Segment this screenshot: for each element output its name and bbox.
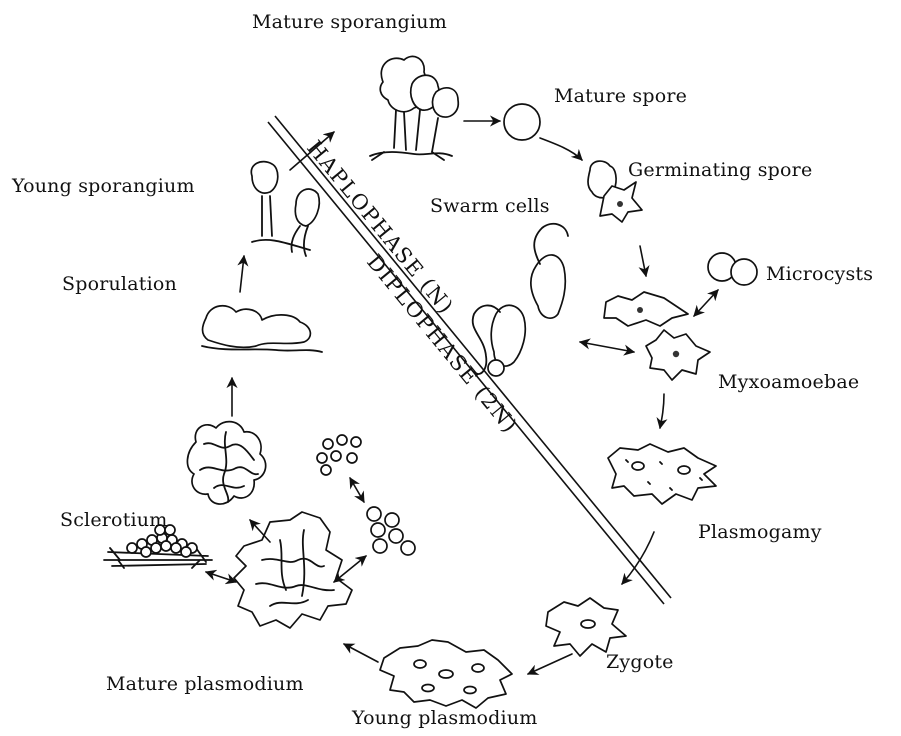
mature-spore-label: Mature spore bbox=[554, 85, 687, 107]
young-sporangium-label: Young sporangium bbox=[11, 175, 195, 197]
plasmogamy-label: Plasmogamy bbox=[698, 521, 822, 543]
sporulation-label: Sporulation bbox=[62, 273, 177, 295]
young-plasmodium-icon bbox=[380, 640, 512, 708]
swarm-cells-icon bbox=[473, 224, 568, 376]
swarm-cells-label: Swarm cells bbox=[430, 195, 550, 217]
microcysts-icon bbox=[708, 253, 757, 285]
zygote-label: Zygote bbox=[606, 651, 674, 673]
sporulating-mass-icon bbox=[187, 422, 265, 504]
arrow-germinating-to-myxoamoebae bbox=[640, 246, 646, 276]
sclerotium-label: Sclerotium bbox=[60, 509, 167, 531]
arrow-myxoamoebae-to-plasmogamy bbox=[660, 394, 664, 428]
mature-plasmodium-label: Mature plasmodium bbox=[106, 673, 304, 695]
young-sporangium-icon bbox=[251, 162, 319, 256]
arrow-sporulation-to-young-sporangium bbox=[240, 256, 244, 292]
germinating-spore-label: Germinating spore bbox=[628, 159, 812, 181]
arrow-young-to-mature-plasmodium bbox=[344, 644, 378, 662]
myxoamoebae-icon bbox=[604, 292, 710, 380]
zygote-icon bbox=[546, 598, 626, 656]
mature-sporangium-label: Mature sporangium bbox=[252, 11, 447, 33]
arrow-swarm-myxoamoebae bbox=[580, 342, 634, 352]
plasmogamy-icon bbox=[608, 444, 716, 504]
arrow-myxoamoebae-microcysts bbox=[694, 290, 718, 316]
mature-spore-icon bbox=[504, 104, 540, 140]
arrow-sclerotium-plasmodium bbox=[206, 572, 236, 582]
microcysts-label: Microcysts bbox=[766, 263, 873, 285]
young-plasmodium-label: Young plasmodium bbox=[351, 707, 537, 729]
myxoamoebae-label: Myxoamoebae bbox=[718, 371, 859, 393]
arrow-zygote-to-young-plasmodium bbox=[528, 654, 572, 674]
sporulation-icon bbox=[202, 306, 322, 352]
arrow-microcyst-cluster bbox=[350, 478, 364, 502]
sclerotium-icon bbox=[104, 525, 212, 568]
mature-sporangium-icon bbox=[370, 56, 458, 160]
haplophase-label: HAPLOPHASE (N) bbox=[302, 136, 458, 319]
plasmodium-microcysts-icon bbox=[317, 435, 415, 555]
mature-plasmodium-icon bbox=[234, 512, 352, 628]
arrow-spore-to-germinating bbox=[540, 138, 582, 160]
